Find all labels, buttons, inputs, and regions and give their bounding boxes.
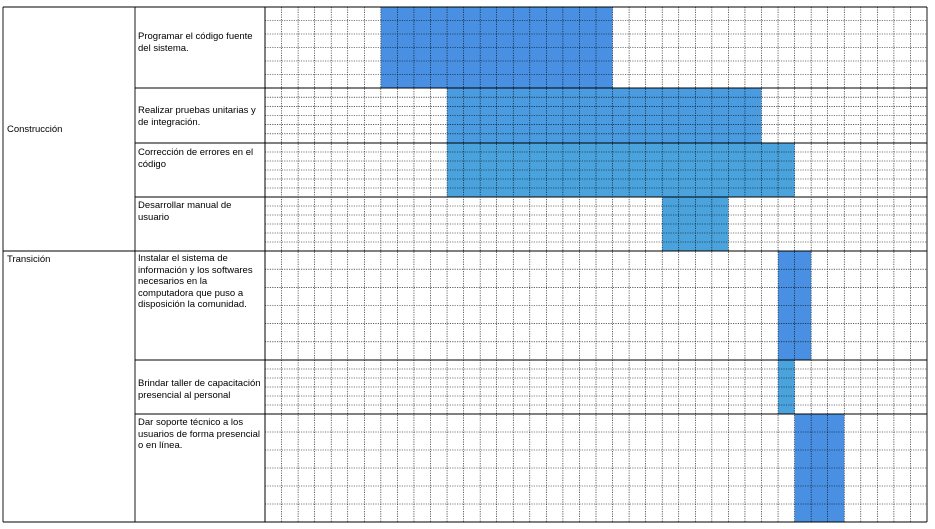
task-label: Realizar pruebas unitarias y de integrac… [138, 105, 256, 128]
task-label: Programar el código fuente del sistema. [138, 31, 253, 54]
phase-label: Transición [7, 254, 51, 265]
task-label: Desarrollar manual de usuario [138, 200, 232, 223]
phase-label: Construcción [7, 124, 63, 135]
task-label: Corrección de errores en el código [138, 147, 254, 170]
task-label: Instalar el sistema de información y los… [138, 253, 253, 310]
task-label: Brindar taller de capacitación presencia… [138, 378, 261, 401]
task-label: Dar soporte técnico a los usuarios de fo… [138, 417, 260, 451]
